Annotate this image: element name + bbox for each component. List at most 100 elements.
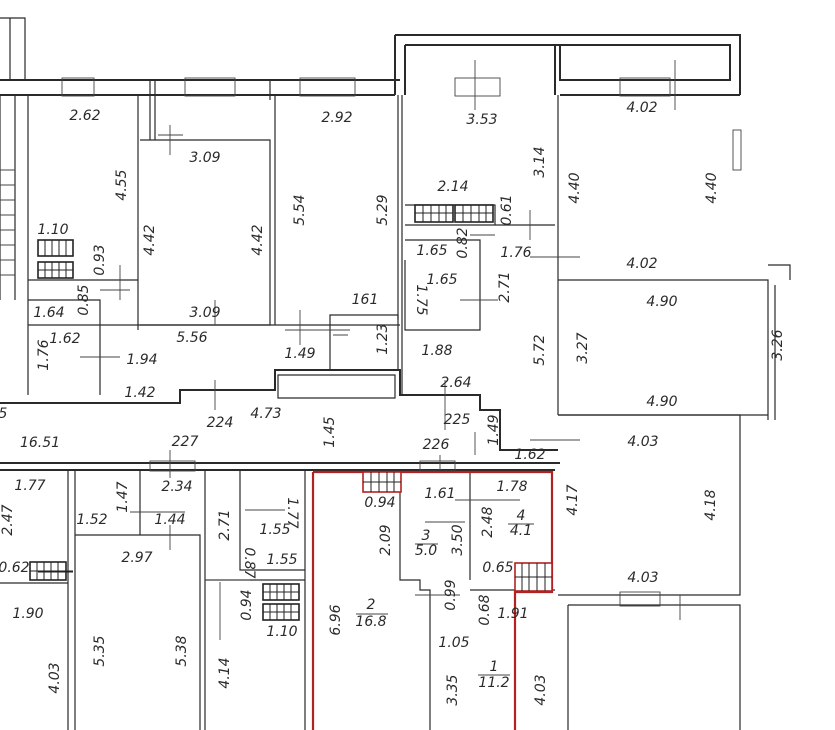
dim-label: 4.90 [646,294,677,310]
dim-label: 0.82 [455,227,471,258]
dim-label: 1.77 [14,478,45,494]
dim-label: 1.91 [497,606,528,622]
dim-label: 4.90 [646,394,677,410]
dim-label: 1.62 [514,447,545,463]
dim-label: 1.55 [259,522,290,538]
walls [0,17,791,730]
dim-label: 2.14 [437,179,468,195]
dim-label: 4.03 [627,570,658,586]
dim-label: 1.76 [500,245,531,261]
dim-label: 4.42 [142,224,158,255]
dim-label: 1.45 [322,416,338,447]
dim-label: 2.64 [440,375,471,391]
dim-label: 4.42 [250,224,266,255]
dim-label: 3.26 [770,329,786,360]
dim-label: 1.05 [438,635,469,651]
dimension-lines [80,60,681,640]
dim-label: 3.53 [466,112,497,128]
dim-label: 5.56 [176,330,207,346]
dim-label: 1.75 [413,284,429,315]
dim-label: 1.64 [33,305,64,321]
dim-label: 0.62 [0,560,30,576]
dim-label: 227 [172,434,199,450]
dim-label: 4.40 [567,172,583,203]
room-labels: 3 5.0 4 4.1 2 16.8 1 11.2 [355,508,534,691]
dim-label: 0.68 [477,594,493,625]
dim-label: 2.34 [161,479,192,495]
dim-label: 2.47 [0,504,16,535]
dim-label: 0.94 [239,589,255,620]
dim-label: 1.47 [115,481,131,512]
dim-label: 0.61 [499,194,515,225]
dim-label: 4.02 [626,100,657,116]
dim-label: 2.48 [480,506,496,537]
dim-label: 5.72 [532,334,548,365]
dim-label: 2.71 [497,271,513,302]
dim-label: 6.96 [328,604,344,635]
dim-label: 0.85 [76,284,92,315]
dim-label: 2.09 [378,524,394,555]
dim-label: 1.52 [76,512,107,528]
dim-label: 2.92 [321,110,352,126]
room-area: 4.1 [510,523,532,539]
dim-label: 5.29 [375,194,391,225]
highlighted-apartment-outline [311,470,554,730]
dim-label: 1.62 [49,331,80,347]
dim-label: 1.23 [375,323,391,354]
room-number: 3 [422,528,431,544]
dim-label: 4.03 [47,662,63,693]
dim-label: 1.77 [284,497,300,528]
dim-label: 1.65 [416,243,447,259]
dim-label: 4.18 [703,489,719,520]
room-4-label: 4 4.1 [508,508,534,539]
dim-label: 0.94 [364,495,395,511]
dim-label: 226 [423,437,450,453]
dim-label: 5.54 [292,194,308,225]
dim-label: 4.03 [533,674,549,705]
room-3-label: 3 5.0 [415,528,438,559]
dim-label: 4.14 [217,657,233,688]
dim-label: 16.51 [20,435,60,451]
dim-label: 3.50 [450,524,466,555]
dimension-labels: 2.62 4.55 3.09 4.42 4.42 2.92 5.54 5.29 … [0,100,786,706]
dim-label: 1.76 [36,339,52,370]
dim-label: 3.35 [445,674,461,705]
room-2-label: 2 16.8 [355,597,388,630]
dim-label: 2.97 [121,550,152,566]
dim-label: 1.10 [37,222,68,238]
dim-label: 1.61 [424,486,455,502]
dim-label: 1.65 [426,272,457,288]
dim-label: 4.40 [704,172,720,203]
dim-label: 0.65 [482,560,513,576]
dim-label: 5 [0,406,8,422]
dim-label: 5.35 [92,635,108,666]
dim-label: 1.90 [12,606,43,622]
windows [61,77,742,607]
dim-label: 1.10 [266,624,297,640]
dim-label: 1.55 [266,552,297,568]
dim-label: 1.94 [126,352,157,368]
dim-label: 4.73 [250,406,281,422]
dim-label: 2.71 [217,509,233,540]
dim-label: 4.17 [565,484,581,515]
dim-label: 1.88 [421,343,452,359]
room-1-label: 1 11.2 [478,659,510,691]
dim-label: 3.27 [575,332,591,363]
dim-label: 4.03 [627,434,658,450]
dim-label: 0.87 [241,547,257,578]
dim-label: 225 [444,412,471,428]
dim-label: 1.78 [496,479,527,495]
dim-label: 1.49 [486,414,502,445]
dim-label: 0.99 [443,579,459,610]
dim-label: 5.38 [174,635,190,666]
dim-label: 0.93 [92,244,108,275]
room-area: 5.0 [415,543,437,559]
dim-label: 3.09 [189,305,220,321]
dim-label: 1.49 [284,346,315,362]
room-number: 4 [517,508,526,524]
dim-label: 1.42 [124,385,155,401]
ventilation-shafts [29,204,553,621]
dim-label: 224 [207,415,234,431]
room-number: 2 [367,597,376,613]
